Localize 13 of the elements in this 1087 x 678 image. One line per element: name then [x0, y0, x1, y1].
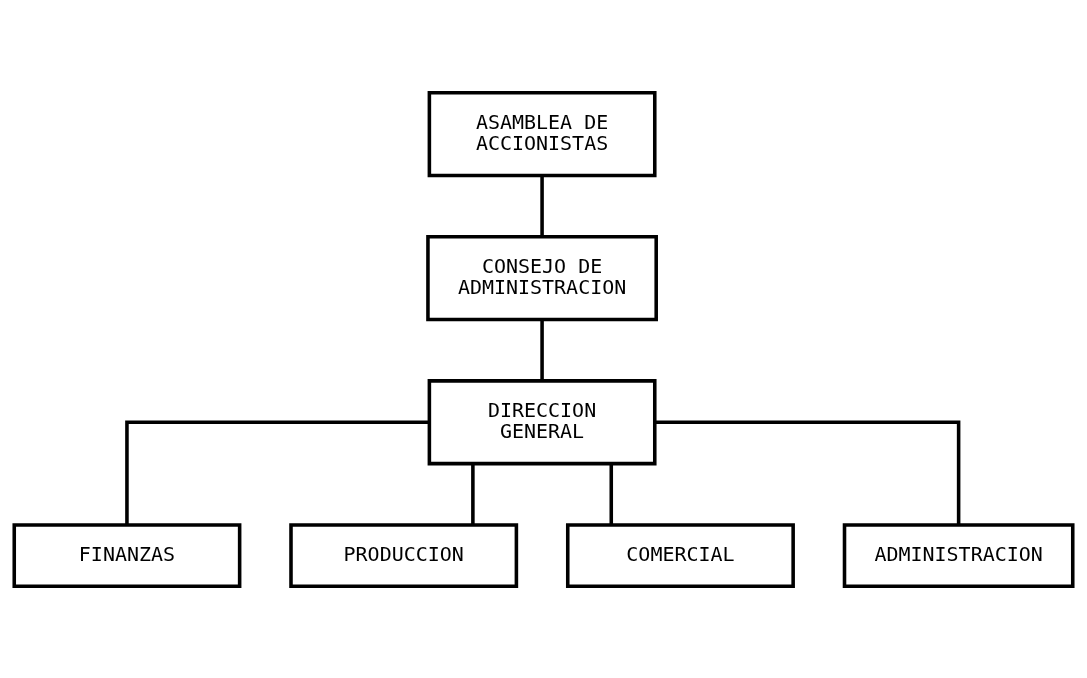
node-box: ASAMBLEA DE ACCIONISTAS	[427, 90, 657, 177]
node-box: DIRECCION GENERAL	[427, 378, 657, 465]
node-box: COMERCIAL	[565, 522, 795, 588]
connector	[125, 419, 430, 525]
connector	[471, 463, 475, 525]
node-box: ADMINISTRACION	[842, 522, 1075, 588]
node-box: CONSEJO DE ADMINISTRACION	[426, 234, 658, 321]
connector	[540, 175, 544, 237]
connector	[609, 463, 614, 525]
connector	[654, 419, 961, 525]
connector	[540, 319, 544, 381]
node-box: PRODUCCION	[289, 522, 519, 588]
node-box: FINANZAS	[12, 522, 242, 588]
